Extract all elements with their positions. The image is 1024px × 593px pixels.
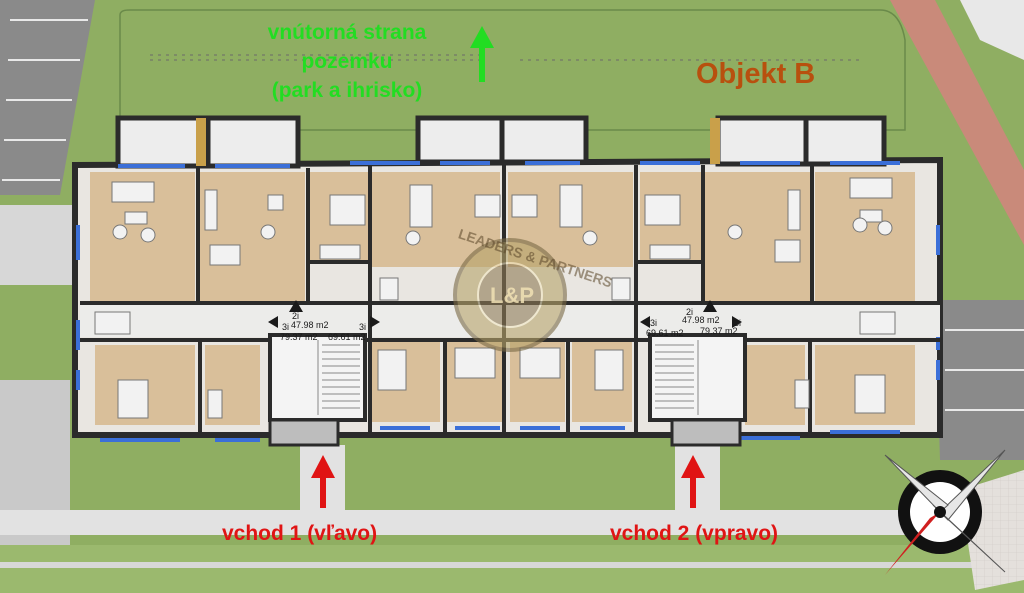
unit-rooms-label: 2i	[686, 307, 694, 317]
path-left	[0, 205, 80, 285]
entrance-1-label: vchod 1 (vľavo)	[222, 522, 378, 545]
unit-rooms-label: 3i	[650, 318, 658, 328]
unit-area-label: 69.61 m2	[646, 328, 684, 338]
inner-side-line-1: vnútorná strana	[267, 21, 427, 44]
unit-area-label: 47.98 m2	[682, 315, 720, 325]
inner-side-line-3: (park a ihrisko)	[271, 79, 423, 102]
unit-area-label: 79.37 m2	[280, 332, 318, 342]
furniture	[94, 177, 896, 419]
unit-rooms-label: 3i	[359, 322, 367, 332]
entrance-porch-1	[268, 418, 340, 447]
north-arrow-icon	[470, 26, 494, 82]
staircase-right	[648, 333, 747, 422]
watermark-seal	[453, 238, 567, 352]
house-top-right	[960, 0, 1024, 60]
staircase-left	[268, 333, 367, 422]
unit-rooms-label: 3i	[734, 318, 742, 328]
parking-lot-right	[935, 300, 1024, 460]
unit-area-label: 69.61 m2	[328, 332, 366, 342]
entrance-path-2	[675, 445, 720, 515]
unit-rooms-label: 3i	[282, 322, 290, 332]
entrance-arrow-icon	[681, 455, 705, 508]
parking-lines	[2, 19, 88, 181]
inner-plot-outline	[119, 9, 906, 131]
unit-area-label: 47.98 m2	[291, 320, 329, 330]
unit-rooms-label: 2i	[292, 311, 300, 321]
compass-icon	[884, 449, 1006, 575]
entrance-2-label: vchod 2 (vpravo)	[610, 522, 779, 545]
sidewalk	[0, 510, 1024, 535]
building-label: Objekt B	[696, 58, 816, 90]
entrance-arrow-icon	[311, 455, 335, 508]
parking-lot-top-left	[0, 0, 95, 195]
windows	[76, 161, 940, 442]
road-top-right	[890, 0, 1024, 245]
entrance-porch-2	[670, 418, 742, 447]
watermark-monogram: L&P	[490, 283, 534, 308]
roof-terraces	[115, 115, 887, 169]
unit-area-label: 79.37 m2	[700, 326, 738, 336]
inner-side-label: vnútorná strana pozemku (park a ihrisko)	[232, 18, 462, 105]
inner-side-line-2: pozemku	[301, 50, 393, 73]
stair-markers	[268, 300, 742, 328]
